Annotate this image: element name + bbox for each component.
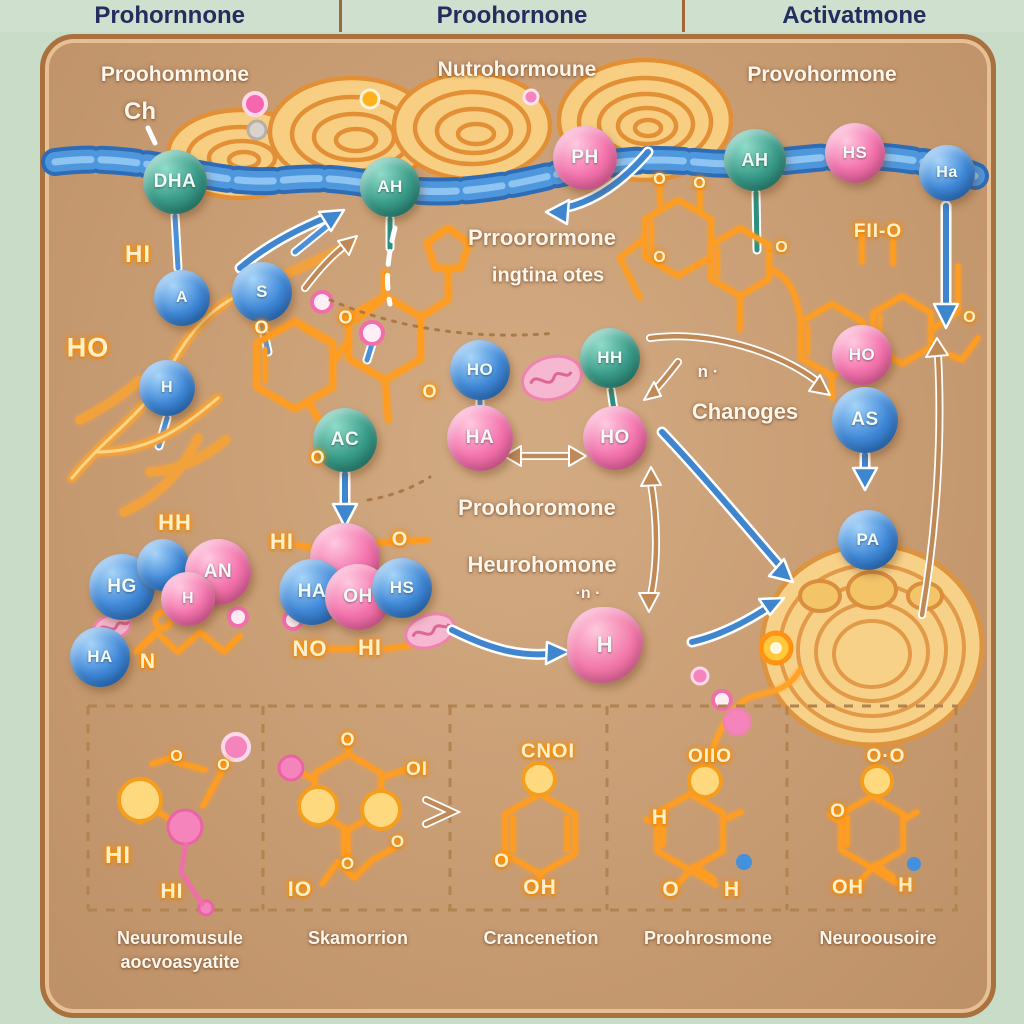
main-panel (40, 34, 996, 1018)
header-tab-prohormone-2: Proohornone (342, 0, 685, 32)
header-tab-3-label: Activatmone (782, 2, 927, 29)
header-tab-prohormone-1: Prohornnone (0, 0, 343, 32)
header-tab-1-label: Prohornnone (94, 2, 245, 29)
header-bar: Prohornnone Proohornone Activatmone (0, 0, 1024, 32)
header-tab-activation: Activatmone (685, 0, 1024, 32)
header-tab-2-label: Proohornone (436, 2, 588, 29)
